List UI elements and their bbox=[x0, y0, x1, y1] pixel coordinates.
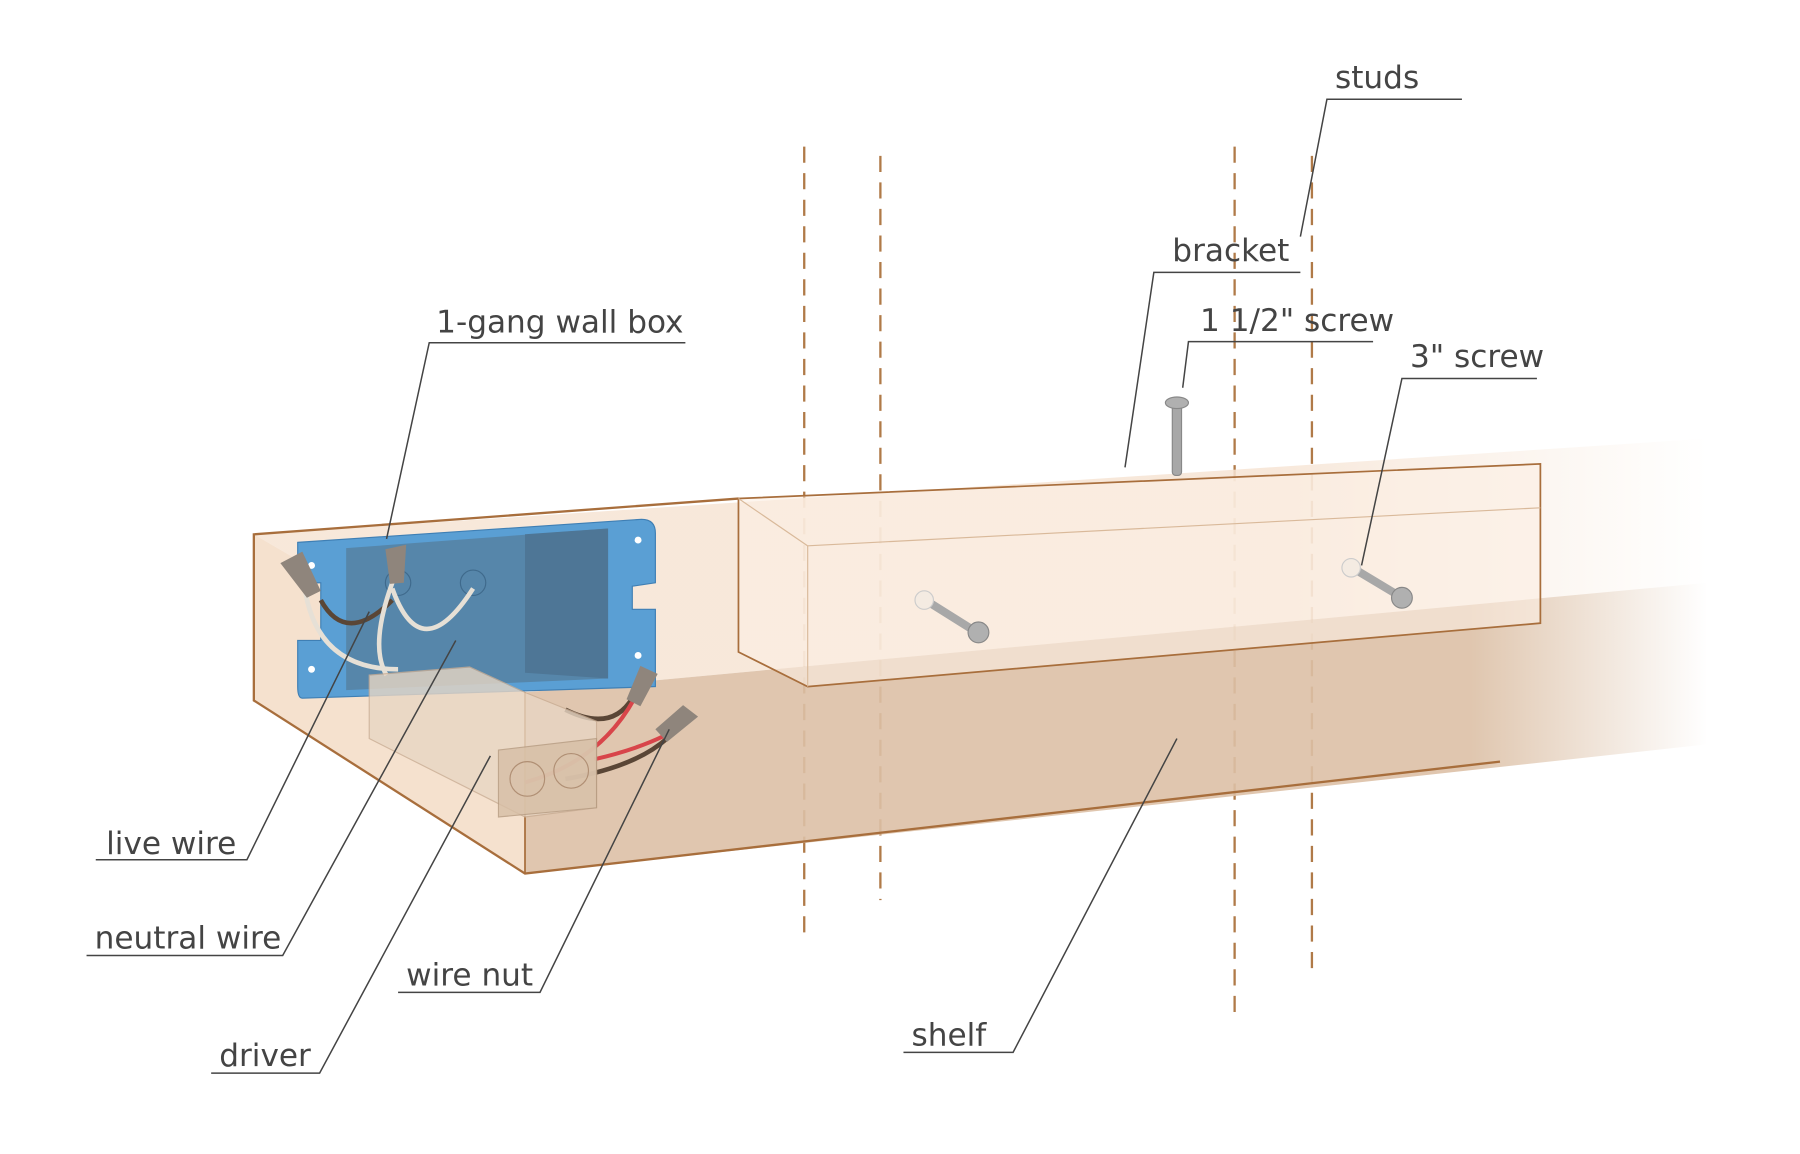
label-live-wire: live wire bbox=[95, 611, 370, 862]
svg-text:live wire: live wire bbox=[106, 826, 236, 862]
driver bbox=[368, 666, 598, 818]
label-neutral-wire: neutral wire bbox=[86, 640, 457, 957]
svg-text:3" screw: 3" screw bbox=[1410, 339, 1544, 375]
label-driver: driver bbox=[211, 755, 492, 1074]
label-wire-nut: wire nut bbox=[398, 728, 670, 993]
screw-short-icon bbox=[1164, 396, 1190, 477]
svg-text:1-gang wall box: 1-gang wall box bbox=[436, 304, 683, 340]
label-studs: studs bbox=[1299, 60, 1462, 237]
svg-text:neutral wire: neutral wire bbox=[95, 921, 282, 957]
bracket bbox=[737, 463, 1542, 688]
svg-text:driver: driver bbox=[219, 1038, 311, 1074]
label-wall-box: 1-gang wall box bbox=[385, 304, 686, 540]
svg-text:shelf: shelf bbox=[912, 1017, 988, 1053]
label-bracket: bracket bbox=[1124, 233, 1301, 468]
label-screw-short: 1 1/2" screw bbox=[1181, 303, 1394, 388]
shelf-front-face bbox=[525, 582, 1708, 874]
label-shelf: shelf bbox=[903, 738, 1178, 1053]
screw-long-1-icon bbox=[914, 590, 990, 644]
label-screw-long: 3" screw bbox=[1360, 339, 1544, 566]
svg-text:wire nut: wire nut bbox=[406, 957, 533, 993]
screw-long-2-icon bbox=[1341, 557, 1413, 609]
svg-text:bracket: bracket bbox=[1172, 233, 1289, 269]
svg-text:studs: studs bbox=[1335, 60, 1419, 96]
svg-text:1 1/2" screw: 1 1/2" screw bbox=[1200, 303, 1394, 339]
wire-nuts bbox=[280, 544, 699, 742]
screws bbox=[914, 396, 1413, 644]
wall-box bbox=[297, 518, 656, 699]
